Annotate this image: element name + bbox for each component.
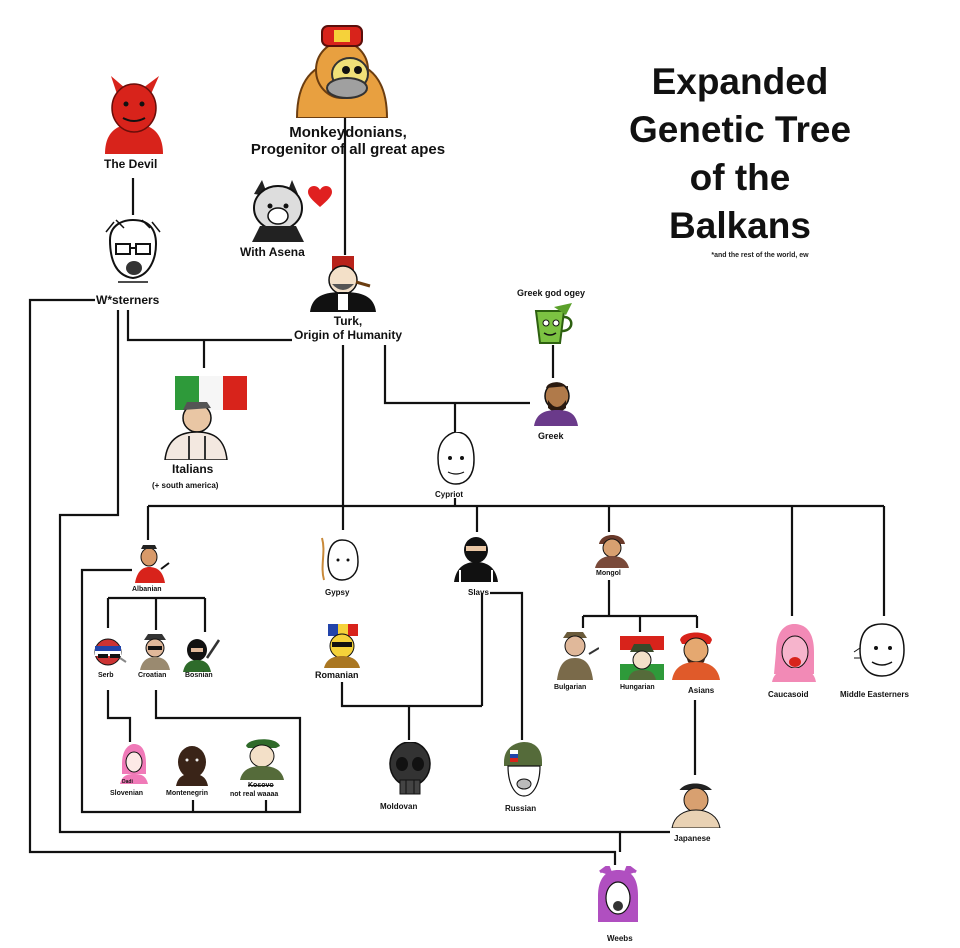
kosovo-label: not real waaaa <box>230 791 279 798</box>
connector-lines <box>28 118 886 865</box>
title-line: Genetic Tree <box>628 109 852 150</box>
title-line: of the <box>689 157 791 198</box>
bulgarian-icon <box>557 632 599 680</box>
albanian-icon <box>135 545 170 583</box>
bosnian-icon <box>183 639 221 672</box>
japanese-label: Japanese <box>674 834 711 843</box>
kosovo-struck-label: Kosovo <box>248 782 274 789</box>
albanian-label: Albanian <box>132 586 162 593</box>
westerner-wojak-icon <box>105 218 161 283</box>
kosovo-icon <box>240 739 284 780</box>
monkeydonians-label: Monkeydonians, Progenitor of all great a… <box>238 124 458 159</box>
montenegrin-icon <box>176 746 208 786</box>
romanian-icon <box>324 624 360 668</box>
hungarian-label: Hungarian <box>620 684 655 691</box>
montenegrin-label: Montenegrin <box>166 790 208 797</box>
westerners-label: W*sterners <box>96 293 160 307</box>
heart-icon <box>308 186 332 207</box>
serb-label: Serb <box>98 672 114 679</box>
japanese-icon <box>671 783 721 828</box>
croatian-label: Croatian <box>138 672 167 679</box>
caucasoid-icon <box>772 624 816 682</box>
weebs-label: Weebs <box>607 934 633 943</box>
slovenian-label: Slovenian <box>110 790 144 797</box>
turk-label-line2: Origin of Humanity <box>294 327 402 342</box>
russian-label: Russian <box>505 804 537 813</box>
asena-icon <box>252 180 304 242</box>
asian-icon <box>672 632 720 680</box>
cypriot-label: Cypriot <box>435 490 463 499</box>
italians-label: Italians <box>172 462 214 476</box>
turk-label: Turk, Origin of Humanity <box>278 314 418 343</box>
italian-icon <box>164 376 247 460</box>
hungarian-icon <box>620 636 664 680</box>
greek-god-cup-icon <box>534 303 573 344</box>
middle-easterners-label: Middle Easterners <box>840 690 909 699</box>
russian-icon <box>504 742 542 797</box>
mongol-icon <box>595 535 629 568</box>
devil-icon <box>105 76 163 154</box>
moldovan-label: Moldovan <box>380 802 418 811</box>
monkeydonians-label-line2: Progenitor of all great apes <box>250 141 446 159</box>
bosnian-label: Bosnian <box>185 672 213 679</box>
greek-icon <box>534 382 578 426</box>
diagram-title: Expanded Genetic Tree of the Balkans <box>600 58 880 250</box>
caucasoid-label: Caucasoid <box>768 690 809 699</box>
footnote: *and the rest of the world, ew <box>711 252 809 259</box>
italians-sub-label: (+ south america) <box>152 481 219 490</box>
greek-label: Greek <box>538 431 564 441</box>
moldovan-skull-icon <box>389 742 431 795</box>
slav-icon <box>454 537 498 582</box>
monkey-icon <box>295 25 389 118</box>
monkeydonians-label-line1: Monkeydonians, <box>289 124 407 141</box>
gypsy-icon <box>321 537 359 581</box>
greek-god-label: Greek god ogey <box>517 288 586 298</box>
weeb-icon <box>598 866 638 922</box>
bulgarian-label: Bulgarian <box>554 684 587 691</box>
gypsy-label: Gypsy <box>325 588 350 597</box>
slovenian-icon <box>120 744 148 784</box>
asians-label: Asians <box>688 686 715 695</box>
cypriot-icon <box>437 432 475 485</box>
slovenian-tag: Dadi <box>122 779 133 785</box>
croatian-icon <box>140 634 170 670</box>
devil-label: The Devil <box>104 157 158 171</box>
title-line: Expanded <box>651 61 829 102</box>
title-line: Balkans <box>669 205 811 246</box>
romanian-label: Romanian <box>315 670 359 680</box>
middle-easterner-icon <box>853 623 905 677</box>
turk-label-line1: Turk, <box>333 314 363 328</box>
slavs-label: Slavs <box>468 588 489 597</box>
serb-icon <box>94 638 127 666</box>
mongol-label: Mongol <box>596 570 621 577</box>
asena-label: With Asena <box>240 245 305 259</box>
turk-icon <box>310 256 376 312</box>
